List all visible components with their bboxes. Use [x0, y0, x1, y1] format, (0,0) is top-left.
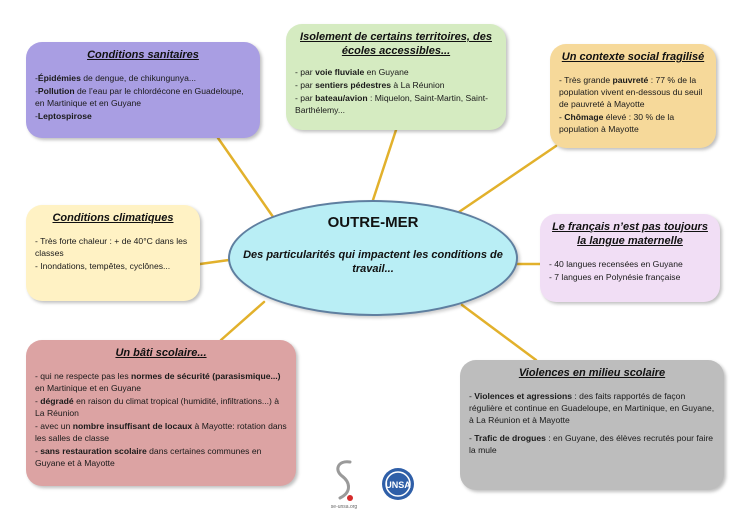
list-item: -Pollution de l’eau par le chlordécone e… — [35, 86, 244, 108]
list-item: - qui ne respecte pas les normes de sécu… — [35, 371, 281, 393]
list-item: - Très grande pauvreté : 77 % de la popu… — [559, 75, 703, 109]
list-item: - Inondations, tempêtes, cyclônes... — [35, 261, 171, 271]
box-conditions-climatiques: Conditions climatiques - Très forte chal… — [26, 205, 200, 301]
list-item: - Trafic de drogues : en Guyane, des élè… — [469, 433, 714, 455]
list-item: - sans restauration scolaire dans certai… — [35, 446, 262, 468]
connector-social — [454, 144, 558, 216]
box-bati-scolaire: Un bâti scolaire... - qui ne respecte pa… — [26, 340, 296, 486]
connector-violences — [460, 303, 538, 362]
center-subtitle: Des particularités qui impactent les con… — [243, 249, 503, 275]
list-item: - par bateau/avion : Miquelon, Saint-Mar… — [295, 93, 488, 115]
box-title: Un bâti scolaire... — [115, 347, 207, 359]
list-item: - dégradé en raison du climat tropical (… — [35, 396, 280, 418]
center-topic: OUTRE-MER Des particularités qui impacte… — [228, 200, 518, 316]
list-item: -Leptospirose — [35, 111, 92, 121]
list-item: - Très forte chaleur : + de 40°C dans le… — [35, 236, 188, 258]
box-title: Violences en milieu scolaire — [518, 367, 666, 379]
list-item: - avec un nombre insuffisant de locaux à… — [35, 421, 287, 443]
list-item: - par sentiers pédestres à La Réunion — [295, 80, 445, 90]
list-item: - 7 langues en Polynésie française — [549, 272, 681, 282]
box-title: Conditions climatiques — [52, 212, 174, 224]
box-title: Le français n’est pas toujours la langue… — [552, 221, 708, 247]
box-conditions-sanitaires: Conditions sanitaires -Épidémies de deng… — [26, 42, 260, 138]
list-item: - Chômage élevé : 30 % de la population … — [559, 112, 675, 134]
box-title: Isolement de certains territoires, des é… — [300, 31, 492, 57]
list-item: - par voie fluviale en Guyane — [295, 67, 409, 77]
snes-logo-url: se-unsa.org — [330, 504, 358, 510]
connector-climatiques — [198, 258, 231, 266]
connector-isolement — [371, 128, 398, 202]
snes-logo-icon — [336, 460, 353, 501]
list-item: - Violences et agressions : des faits ra… — [469, 391, 715, 425]
list-item: -Épidémies de dengue, de chikungunya... — [35, 73, 197, 83]
unsa-logo: UNSA — [380, 462, 416, 506]
snes-logo: se-unsa.org — [330, 458, 358, 514]
connector-bati — [219, 300, 266, 342]
list-item: - 40 langues recensées en Guyane — [549, 259, 683, 269]
box-langue-maternelle: Le français n’est pas toujours la langue… — [540, 214, 720, 302]
box-isolement: Isolement de certains territoires, des é… — [286, 24, 506, 130]
box-contexte-social: Un contexte social fragilisé - Très gran… — [550, 44, 716, 148]
box-title: Un contexte social fragilisé — [561, 51, 705, 63]
box-violences-scolaires: Violences en milieu scolaire - Violences… — [460, 360, 724, 490]
unsa-logo-icon: UNSA — [382, 468, 414, 500]
box-title: Conditions sanitaires — [87, 49, 199, 61]
connector-sanitaires — [216, 136, 280, 226]
unsa-logo-text: UNSA — [385, 480, 411, 490]
center-title: OUTRE-MER — [327, 214, 419, 231]
